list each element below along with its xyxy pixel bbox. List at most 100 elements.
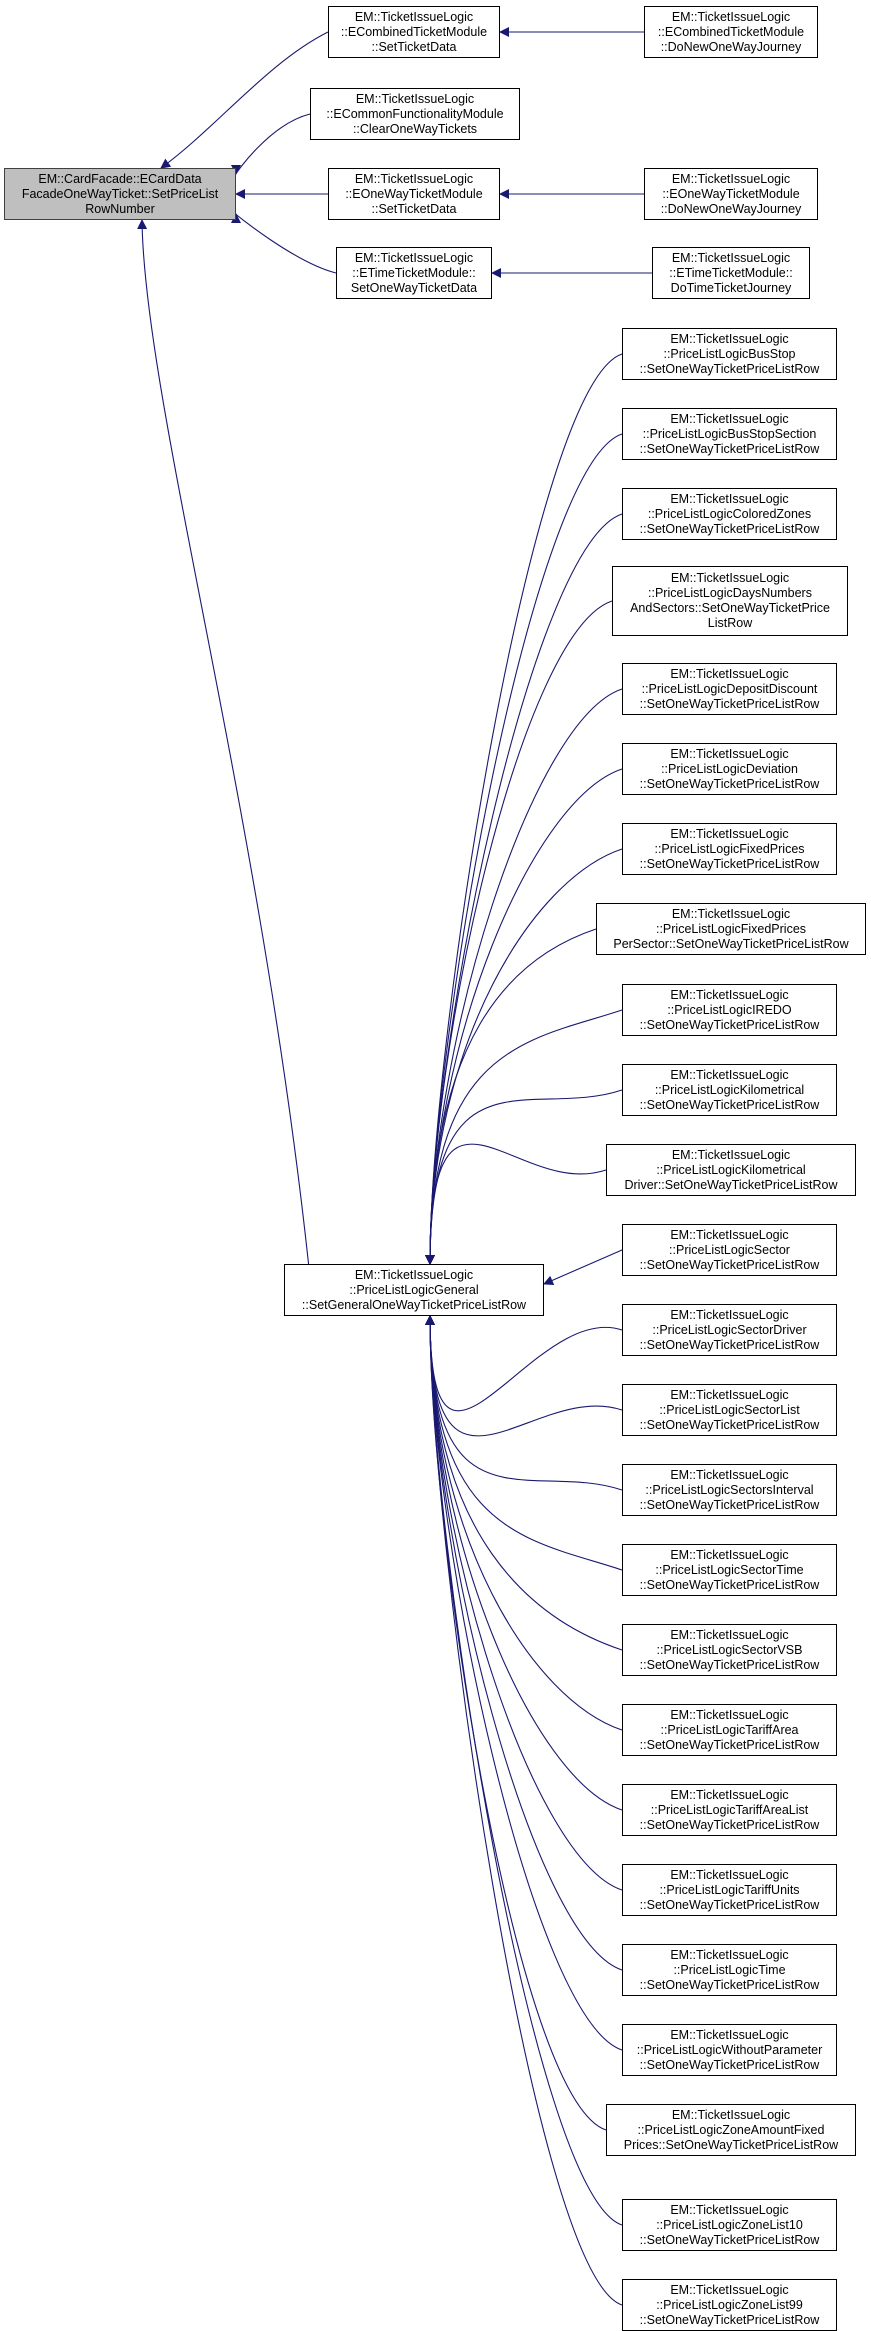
- node-label-line: ::PriceListLogicTariffUnits: [659, 1882, 800, 1897]
- node-label-line: EM::TicketIssueLogic: [671, 906, 791, 921]
- function-node-n5[interactable]: EM::TicketIssueLogic::EOneWayTicketModul…: [644, 168, 818, 220]
- function-node-p1[interactable]: EM::TicketIssueLogic::PriceListLogicBusS…: [622, 408, 837, 460]
- node-label-line: ::PriceListLogicKilometrical: [654, 1082, 805, 1097]
- edge-n6-to-n0: [231, 213, 337, 274]
- edge-p12-to-n8: [425, 1315, 623, 1412]
- node-label-line: EM::TicketIssueLogic: [670, 746, 789, 761]
- node-label-line: EM::TicketIssueLogic: [671, 2107, 791, 2122]
- edge-p10-to-n8: [425, 1143, 607, 1265]
- node-label-line: DoTimeTicketJourney: [670, 280, 792, 295]
- node-label-line: EM::TicketIssueLogic: [670, 666, 789, 681]
- edge-n1-to-n0: [160, 31, 329, 169]
- node-label-line: EM::TicketIssueLogic: [670, 331, 789, 346]
- function-node-p13[interactable]: EM::TicketIssueLogic::PriceListLogicSect…: [622, 1384, 837, 1436]
- edge-n3-to-n0: [231, 113, 311, 175]
- node-label-line: ::SetOneWayTicketPriceListRow: [639, 361, 820, 376]
- function-node-n3[interactable]: EM::TicketIssueLogic::ECommonFunctionali…: [310, 88, 520, 140]
- edge-p3-to-n8: [425, 600, 613, 1265]
- function-node-p14[interactable]: EM::TicketIssueLogic::PriceListLogicSect…: [622, 1464, 837, 1516]
- node-label-line: EM::TicketIssueLogic: [670, 1707, 789, 1722]
- function-node-n1[interactable]: EM::TicketIssueLogic::ECombinedTicketMod…: [328, 6, 500, 58]
- node-label-line: SetOneWayTicketData: [350, 280, 478, 295]
- node-label-line: ::ETimeTicketModule::: [352, 265, 476, 280]
- node-label-line: EM::TicketIssueLogic: [670, 1067, 789, 1082]
- node-label-line: EM::TicketIssueLogic: [354, 250, 474, 265]
- edge-p24-to-n8: [425, 1315, 623, 2306]
- node-label-line: ::ClearOneWayTickets: [352, 121, 478, 136]
- edge-p18-to-n8: [425, 1315, 623, 1811]
- edge-p0-to-n8: [425, 353, 623, 1265]
- node-label-line: EM::TicketIssueLogic: [670, 1947, 789, 1962]
- function-node-p6[interactable]: EM::TicketIssueLogic::PriceListLogicFixe…: [622, 823, 837, 875]
- node-label-line: ::SetOneWayTicketPriceListRow: [639, 1657, 820, 1672]
- node-label-line: ::PriceListLogicTime: [673, 1962, 786, 1977]
- function-node-n8[interactable]: EM::TicketIssueLogic::PriceListLogicGene…: [284, 1264, 544, 1316]
- function-node-p18[interactable]: EM::TicketIssueLogic::PriceListLogicTari…: [622, 1784, 837, 1836]
- function-node-p16[interactable]: EM::TicketIssueLogic::PriceListLogicSect…: [622, 1624, 837, 1676]
- node-label-line: ::ECombinedTicketModule: [340, 24, 488, 39]
- function-node-p17[interactable]: EM::TicketIssueLogic::PriceListLogicTari…: [622, 1704, 837, 1756]
- node-label-line: ::PriceListLogicSectorsInterval: [645, 1482, 814, 1497]
- function-node-p24[interactable]: EM::TicketIssueLogic::PriceListLogicZone…: [622, 2279, 837, 2331]
- node-label-line: ::SetTicketData: [371, 201, 457, 216]
- node-label-line: EM::TicketIssueLogic: [355, 91, 475, 106]
- node-label-line: ::PriceListLogicTariffArea: [660, 1722, 799, 1737]
- node-label-line: ::PriceListLogicSectorList: [659, 1402, 800, 1417]
- function-node-p5[interactable]: EM::TicketIssueLogic::PriceListLogicDevi…: [622, 743, 837, 795]
- function-node-p7[interactable]: EM::TicketIssueLogic::PriceListLogicFixe…: [596, 903, 866, 955]
- node-label-line: EM::CardFacade::ECardData: [38, 171, 202, 186]
- node-label-line: ::SetOneWayTicketPriceListRow: [639, 2312, 820, 2327]
- node-label-line: ::SetOneWayTicketPriceListRow: [639, 1737, 820, 1752]
- function-node-p4[interactable]: EM::TicketIssueLogic::PriceListLogicDepo…: [622, 663, 837, 715]
- function-node-p9[interactable]: EM::TicketIssueLogic::PriceListLogicKilo…: [622, 1064, 837, 1116]
- function-node-n4[interactable]: EM::TicketIssueLogic::EOneWayTicketModul…: [328, 168, 500, 220]
- edge-p13-to-n8: [425, 1315, 623, 1437]
- function-node-p2[interactable]: EM::TicketIssueLogic::PriceListLogicColo…: [622, 488, 837, 540]
- function-node-p10[interactable]: EM::TicketIssueLogic::PriceListLogicKilo…: [606, 1144, 856, 1196]
- node-label-line: EM::TicketIssueLogic: [671, 250, 791, 265]
- node-label-line: ::PriceListLogicZoneList99: [656, 2297, 803, 2312]
- function-node-p23[interactable]: EM::TicketIssueLogic::PriceListLogicZone…: [622, 2199, 837, 2251]
- node-label-line: EM::TicketIssueLogic: [670, 1627, 789, 1642]
- node-label-line: ::SetOneWayTicketPriceListRow: [639, 1897, 820, 1912]
- function-node-p3[interactable]: EM::TicketIssueLogic::PriceListLogicDays…: [612, 566, 848, 636]
- edge-p4-to-n8: [425, 688, 623, 1265]
- function-node-p20[interactable]: EM::TicketIssueLogic::PriceListLogicTime…: [622, 1944, 837, 1996]
- node-label-line: ::SetOneWayTicketPriceListRow: [639, 1977, 820, 1992]
- edge-p16-to-n8: [425, 1315, 623, 1651]
- node-label-line: ::ETimeTicketModule::: [669, 265, 793, 280]
- edge-p17-to-n8: [425, 1315, 623, 1731]
- node-label-line: ::SetOneWayTicketPriceListRow: [639, 776, 820, 791]
- edge-p6-to-n8: [425, 848, 623, 1265]
- node-label-line: ::EOneWayTicketModule: [662, 186, 800, 201]
- node-label-line: ::ECombinedTicketModule: [657, 24, 805, 39]
- node-label-line: ::SetOneWayTicketPriceListRow: [639, 1497, 820, 1512]
- node-label-line: EM::TicketIssueLogic: [670, 987, 789, 1002]
- node-label-line: ::PriceListLogicGeneral: [349, 1282, 479, 1297]
- function-node-p22[interactable]: EM::TicketIssueLogic::PriceListLogicZone…: [606, 2104, 856, 2156]
- node-label-line: EM::TicketIssueLogic: [670, 1867, 789, 1882]
- node-label-line: ::SetGeneralOneWayTicketPriceListRow: [301, 1297, 527, 1312]
- function-node-p11[interactable]: EM::TicketIssueLogic::PriceListLogicSect…: [622, 1224, 837, 1276]
- function-node-p0[interactable]: EM::TicketIssueLogic::PriceListLogicBusS…: [622, 328, 837, 380]
- edge-p15-to-n8: [425, 1315, 623, 1571]
- function-node-p19[interactable]: EM::TicketIssueLogic::PriceListLogicTari…: [622, 1864, 837, 1916]
- edge-p8-to-n8: [425, 1009, 623, 1265]
- function-node-n6[interactable]: EM::TicketIssueLogic::ETimeTicketModule:…: [336, 247, 492, 299]
- node-label-line: EM::TicketIssueLogic: [670, 826, 789, 841]
- node-label-line: EM::TicketIssueLogic: [670, 491, 789, 506]
- node-label-line: ::DoNewOneWayJourney: [660, 39, 802, 54]
- function-node-p12[interactable]: EM::TicketIssueLogic::PriceListLogicSect…: [622, 1304, 837, 1356]
- function-node-p21[interactable]: EM::TicketIssueLogic::PriceListLogicWith…: [622, 2024, 837, 2076]
- function-node-p8[interactable]: EM::TicketIssueLogic::PriceListLogicIRED…: [622, 984, 837, 1036]
- function-node-n2[interactable]: EM::TicketIssueLogic::ECombinedTicketMod…: [644, 6, 818, 58]
- node-label-line: EM::TicketIssueLogic: [670, 1467, 789, 1482]
- edge-p5-to-n8: [425, 768, 623, 1265]
- node-label-line: EM::TicketIssueLogic: [670, 2202, 789, 2217]
- function-node-n7[interactable]: EM::TicketIssueLogic::ETimeTicketModule:…: [652, 247, 810, 299]
- function-node-p15[interactable]: EM::TicketIssueLogic::PriceListLogicSect…: [622, 1544, 837, 1596]
- node-label-line: EM::TicketIssueLogic: [671, 9, 791, 24]
- node-label-line: EM::TicketIssueLogic: [670, 1387, 789, 1402]
